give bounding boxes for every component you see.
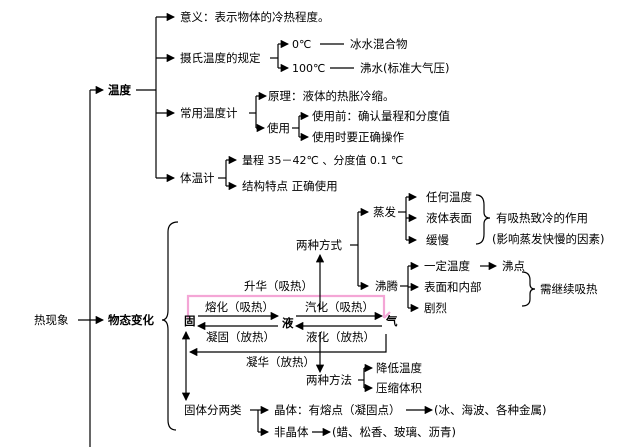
body-thermometer-title: 体温计 (180, 171, 215, 185)
root-label: 热现象 (34, 313, 69, 327)
evap-item-2: 液体表面 (426, 211, 472, 225)
celsius-hundred-desc: 沸水(标准大气压) (360, 61, 449, 75)
temp-meaning: 意义：表示物体的冷热程度。 (180, 10, 330, 24)
boiling-title: 沸腾 (375, 279, 398, 293)
boil-point: 沸点 (502, 259, 525, 273)
boil-item-3: 剧烈 (424, 301, 447, 315)
evap-item-1: 任何温度 (426, 190, 472, 204)
crystal-examples: (冰、海波、各种金属) (434, 403, 546, 417)
evap-brace (475, 194, 491, 245)
evaporation-title: 蒸发 (373, 205, 396, 219)
body-thermometer-feature: 结构特点 正确使用 (242, 179, 338, 193)
sublimation-box (186, 294, 386, 318)
change-title: 物态变化 (108, 313, 154, 327)
state-solid: 固 (184, 314, 196, 328)
temp-title: 温度 (108, 83, 131, 97)
celsius-zero-desc: 冰水混合物 (350, 37, 408, 51)
change-brace (161, 221, 179, 431)
celsius-title: 摄氏温度的规定 (180, 51, 261, 65)
vap-two-ways: 两种方式 (296, 238, 342, 252)
celsius-hundred-value: 100℃ (292, 62, 325, 75)
evap-item-3: 缓慢 (426, 233, 449, 247)
boil-note: 需继续吸热 (540, 282, 598, 296)
melting-label: 熔化（吸热） (205, 300, 274, 314)
liq-method-1: 降低温度 (376, 361, 422, 375)
thermometer-use: 使用 (267, 121, 290, 135)
boil-item-2: 表面和内部 (424, 280, 482, 294)
amorphous-examples: (蜡、松香、玻璃、沥青) (332, 425, 456, 439)
sublimation-label: 升华（吸热） (244, 279, 313, 293)
boil-item-1: 一定温度 (424, 259, 470, 273)
amorphous-label: 非晶体 (274, 425, 309, 439)
celsius-zero-value: 0℃ (292, 38, 311, 51)
thermometer-during-use: 使用时要正确操作 (312, 130, 404, 144)
crystal-label: 晶体：有熔点（凝固点） (274, 403, 401, 417)
liq-two-methods: 两种方法 (306, 373, 352, 387)
evap-note-1: 有吸热致冷的作用 (496, 211, 588, 225)
liquefaction-label: 液化（放热） (306, 330, 375, 344)
body-thermometer-range: 量程 35－42℃ 、分度值 0.1 ℃ (242, 153, 403, 167)
boil-brace (521, 271, 536, 307)
evap-note-2: (影响蒸发快慢的因素) (492, 232, 604, 246)
deposition-arrow (188, 334, 387, 357)
thermometer-principle: 原理：液体的热胀冷缩。 (268, 89, 395, 103)
thermometer-title: 常用温度计 (180, 106, 238, 120)
deposition-label: 凝华（放热） (246, 355, 315, 369)
solid-types-title: 固体分两类 (184, 403, 242, 417)
vaporization-label: 汽化（吸热） (305, 300, 374, 314)
thermometer-before-use: 使用前：确认量程和分度值 (312, 109, 450, 123)
solidification-label: 凝固（放热） (206, 330, 275, 344)
state-gas: 气 (385, 314, 398, 328)
state-liquid: 液 (282, 316, 294, 330)
liq-method-2: 压缩体积 (376, 381, 422, 395)
